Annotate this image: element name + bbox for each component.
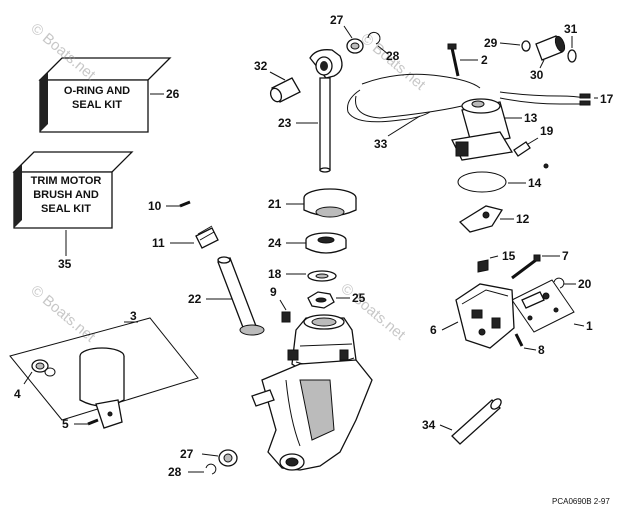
kit-1-line-1: O-RING AND [64,85,130,97]
callout-29: 29 [484,36,498,50]
callout-9: 9 [270,285,277,299]
nut-25 [307,291,350,309]
callout-12: 12 [516,212,530,226]
callout-28-top: 28 [386,49,400,63]
oring-31 [567,36,577,63]
clip-20 [553,277,576,289]
callout-34: 34 [422,418,436,432]
callout-15: 15 [502,249,516,263]
trim-motor-13 [451,98,522,161]
oring-seal-kit-box: O-RING AND SEAL KIT [38,57,172,133]
motor-wires-33 [347,73,598,137]
callout-14: 14 [528,176,542,190]
callout-10: 10 [148,199,162,213]
reservoir-canister [79,347,125,429]
rod-34 [439,398,502,445]
ring-28-top [367,31,389,55]
callout-33: 33 [374,137,388,151]
callout-19: 19 [540,124,554,138]
reservoir-3-outline [9,317,199,421]
trim-motor-brush-seal-kit-box: TRIM MOTOR BRUSH AND SEAL KIT [12,151,134,256]
kit-1-line-2: SEAL KIT [72,99,122,111]
callout-21: 21 [268,197,282,211]
clip-19 [513,137,549,169]
screw-7 [511,254,560,280]
plug-9 [279,299,291,323]
cover-12 [458,205,514,233]
callout-22: 22 [188,292,202,306]
valve-1 [511,279,585,333]
ring-28-bottom [188,463,217,475]
callout-8: 8 [538,343,545,357]
callout-18: 18 [268,267,282,281]
bushing-27-bottom [201,449,238,467]
callout-1: 1 [586,319,593,333]
callout-35: 35 [58,257,72,271]
callout-20: 20 [578,277,592,291]
callout-17: 17 [600,92,614,106]
callout-23: 23 [278,116,292,130]
callout-13: 13 [524,111,538,125]
piston-24 [286,232,347,254]
cap-21 [286,188,357,218]
trim-cylinder-body [251,314,373,471]
callout-6: 6 [430,323,437,337]
callout-4: 4 [14,387,21,401]
callout-28-bottom: 28 [168,465,182,479]
oring-29 [499,40,531,52]
callout-5: 5 [62,417,69,431]
pin-32 [269,71,301,103]
callout-2: 2 [481,53,488,67]
diagram-code: PCA0690B 2-97 [552,497,610,506]
screw-8 [514,333,537,351]
washer-18 [286,270,337,282]
watermark-3: © Boats.net [27,282,99,346]
callout-25: 25 [352,291,366,305]
screw-2 [447,43,478,77]
callout-24: 24 [268,236,282,250]
cap-11 [170,225,219,249]
callout-26: 26 [166,87,180,101]
tube-22 [206,256,265,336]
screw-10 [166,200,191,208]
screw-5 [74,418,99,426]
callout-3: 3 [130,309,137,323]
callout-27-top: 27 [330,13,344,27]
bushing-27-top [343,25,364,54]
callout-11: 11 [152,236,165,250]
manifold-6 [441,283,515,349]
kit-2-line-2: BRUSH AND [33,189,99,201]
callout-32: 32 [254,59,268,73]
plug-15 [477,255,499,273]
cap-30 [535,35,566,69]
callout-7: 7 [562,249,569,263]
callout-27-bottom: 27 [180,447,194,461]
kit-2-line-3: SEAL KIT [41,203,91,215]
bushing-4 [23,359,56,385]
oring-14 [457,171,526,193]
kit-2-line-1: TRIM MOTOR [31,175,102,187]
trim-rod-23 [296,49,343,173]
callout-30: 30 [530,68,544,82]
callout-31: 31 [564,22,578,36]
